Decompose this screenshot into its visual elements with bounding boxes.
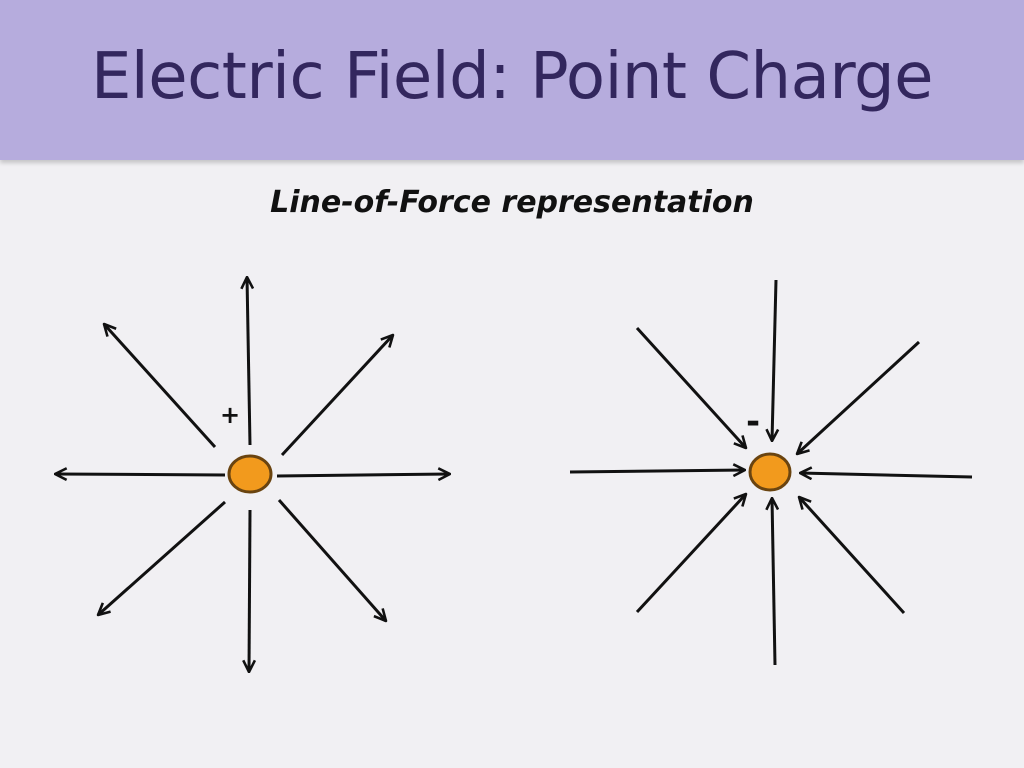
negative-charge-diagram: -	[569, 279, 973, 666]
field-line-from-top	[772, 279, 776, 441]
field-line-down-right	[277, 499, 386, 621]
field-line-up	[247, 277, 250, 446]
title-bar: Electric Field: Point Charge	[0, 0, 1024, 160]
field-line-from-bottom	[772, 498, 775, 666]
positive-charge-diagram: +	[55, 277, 450, 672]
slide-subtitle: Line-of-Force representation	[270, 185, 754, 220]
field-line-from-right	[800, 473, 973, 477]
field-line-from-left	[569, 470, 745, 472]
field-line-right	[276, 474, 450, 476]
field-line-from-top-left	[635, 326, 746, 448]
negative-sign-label: -	[746, 402, 760, 442]
field-line-from-bottom-right	[799, 497, 906, 615]
field-line-up-right	[280, 335, 393, 457]
field-line-left	[55, 474, 226, 475]
field-line-down	[249, 509, 250, 672]
slide-title: Electric Field: Point Charge	[90, 40, 934, 114]
field-line-up-left	[104, 324, 217, 449]
positive-charge	[227, 454, 273, 494]
field-line-from-top-right	[797, 340, 921, 454]
field-line-from-bottom-left	[635, 494, 746, 614]
positive-sign-label: +	[220, 401, 240, 429]
negative-charge	[748, 452, 792, 492]
field-line-down-left	[98, 500, 226, 615]
